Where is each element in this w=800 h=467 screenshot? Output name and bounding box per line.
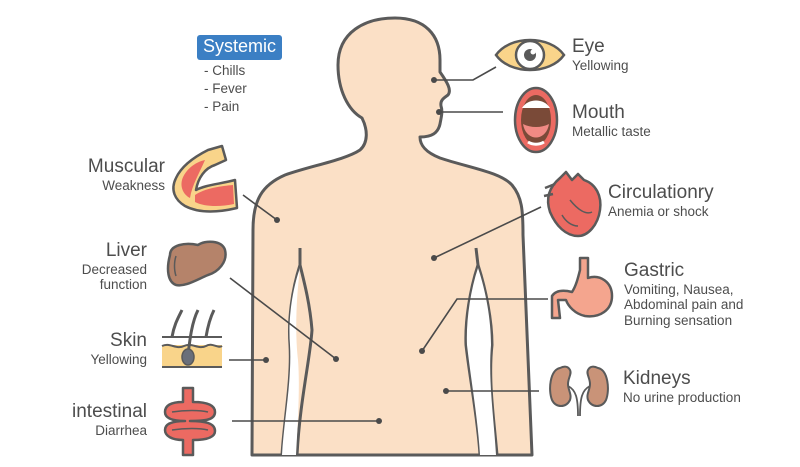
intestinal-desc: Diarrhea bbox=[95, 422, 147, 438]
eye-desc: Yellowing bbox=[572, 57, 629, 73]
heart-icon bbox=[543, 170, 602, 238]
label-mouth: Mouth Metallic taste bbox=[572, 102, 651, 139]
label-liver: Liver Decreased function bbox=[82, 240, 147, 293]
circulatory-desc: Anemia or shock bbox=[608, 203, 709, 219]
muscular-title: Muscular bbox=[87, 156, 165, 177]
liver-desc-line1: Decreased bbox=[81, 261, 147, 277]
connector-lines bbox=[229, 66, 548, 422]
skin-desc: Yellowing bbox=[90, 351, 147, 367]
label-gastric: Gastric Vomiting, Nausea, Abdominal pain… bbox=[624, 260, 743, 328]
intestine-icon bbox=[163, 386, 217, 457]
kidneys-desc: No urine production bbox=[623, 389, 741, 405]
mouth-title: Mouth bbox=[572, 102, 625, 123]
skin-title: Skin bbox=[110, 330, 147, 351]
stomach-icon bbox=[550, 256, 614, 320]
label-skin: Skin Yellowing bbox=[90, 330, 147, 367]
open-mouth-icon bbox=[513, 86, 559, 154]
systemic-item-fever: - Fever bbox=[204, 81, 247, 96]
circulatory-title: Circulationry bbox=[608, 182, 714, 203]
gastric-title: Gastric bbox=[624, 260, 685, 281]
label-intestinal: intestinal Diarrhea bbox=[72, 401, 147, 438]
liver-icon bbox=[166, 240, 227, 287]
gastric-desc-line2: Abdominal pain and bbox=[624, 297, 744, 313]
systemic-badge: Systemic bbox=[197, 35, 283, 60]
skin-hair-follicle-icon bbox=[161, 309, 223, 368]
kidneys-icon bbox=[549, 365, 609, 417]
connector-dots bbox=[263, 77, 449, 424]
label-eye: Eye Yellowing bbox=[572, 36, 629, 73]
gastric-desc-line1: Vomiting, Nausea, bbox=[624, 281, 734, 297]
intestinal-title: intestinal bbox=[72, 401, 147, 422]
liver-desc-line2: function bbox=[99, 277, 147, 293]
mouth-desc: Metallic taste bbox=[572, 123, 651, 139]
label-muscular: Muscular Weakness bbox=[88, 156, 165, 193]
label-kidneys: Kidneys No urine production bbox=[623, 368, 741, 405]
body-silhouette bbox=[250, 16, 534, 457]
systemic-item-chills: - Chills bbox=[204, 63, 246, 78]
kidneys-title: Kidneys bbox=[623, 368, 691, 389]
liver-title: Liver bbox=[105, 240, 147, 261]
systemic-symptom-list: - Chills - Fever - Pain bbox=[204, 62, 247, 116]
eye-icon bbox=[494, 38, 566, 72]
label-circulatory: Circulationry Anemia or shock bbox=[608, 182, 714, 219]
gastric-desc-line3: Burning sensation bbox=[624, 312, 733, 328]
eye-title: Eye bbox=[572, 36, 605, 57]
systemic-item-pain: - Pain bbox=[204, 99, 240, 114]
muscular-desc: Weakness bbox=[102, 177, 165, 193]
flexed-arm-icon bbox=[172, 144, 239, 213]
